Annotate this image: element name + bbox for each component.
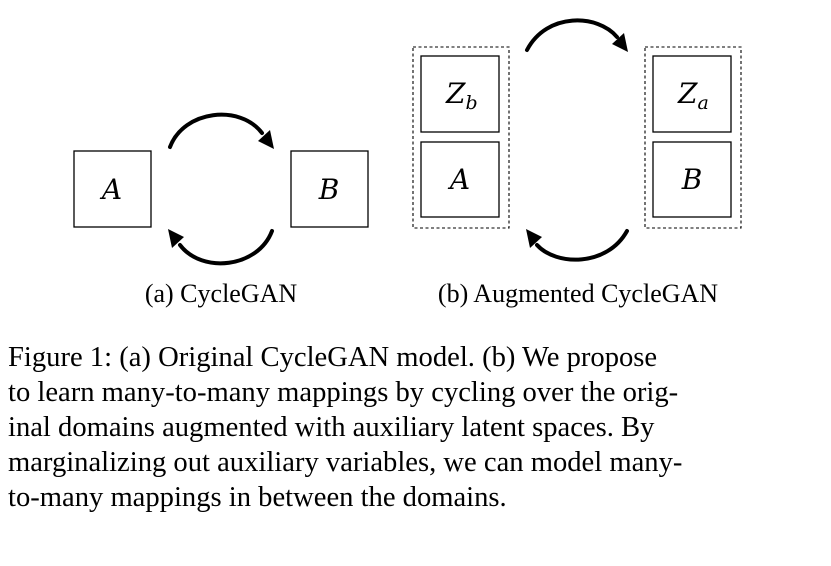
backward-arrow bbox=[168, 229, 274, 266]
figure-caption: Figure 1: (a) Original CycleGAN model. (… bbox=[8, 340, 818, 515]
domain-a-box-b bbox=[420, 141, 500, 218]
caption-line: to learn many-to-many mappings by cyclin… bbox=[8, 377, 679, 408]
figure-diagram: A B (a) CycleGAN Zb A Za B bbox=[73, 18, 742, 308]
forward-arrow-b bbox=[525, 18, 628, 52]
panel-a: A B (a) CycleGAN bbox=[73, 112, 369, 308]
domain-a-label: A bbox=[99, 173, 122, 206]
domain-b-label: B bbox=[318, 173, 340, 206]
backward-arrow-b bbox=[526, 229, 629, 262]
left-augmented-domain bbox=[412, 46, 510, 229]
caption-line: inal domains augmented with auxiliary la… bbox=[8, 412, 655, 443]
domain-b-box-b bbox=[652, 141, 732, 218]
domain-b-label-b: B bbox=[681, 163, 703, 196]
domain-b-box bbox=[290, 150, 369, 228]
caption-line: to-many mappings in between the domains. bbox=[8, 482, 507, 513]
right-augmented-domain bbox=[644, 46, 742, 229]
caption-line: Figure 1: (a) Original CycleGAN model. (… bbox=[8, 342, 658, 373]
latent-zb-label: Zb bbox=[445, 77, 478, 114]
caption-line: marginalizing out auxiliary variables, w… bbox=[8, 447, 683, 478]
panel-a-caption: (a) CycleGAN bbox=[145, 279, 298, 308]
forward-arrow bbox=[168, 112, 274, 149]
domain-a-box bbox=[73, 150, 152, 228]
domain-a-label-b: A bbox=[447, 163, 470, 196]
panel-b: Zb A Za B (b) Augmented CycleGAN bbox=[412, 18, 742, 308]
panel-b-caption: (b) Augmented CycleGAN bbox=[438, 279, 718, 308]
latent-zb-box bbox=[420, 55, 500, 133]
latent-za-box bbox=[652, 55, 732, 133]
latent-za-label: Za bbox=[677, 77, 709, 114]
